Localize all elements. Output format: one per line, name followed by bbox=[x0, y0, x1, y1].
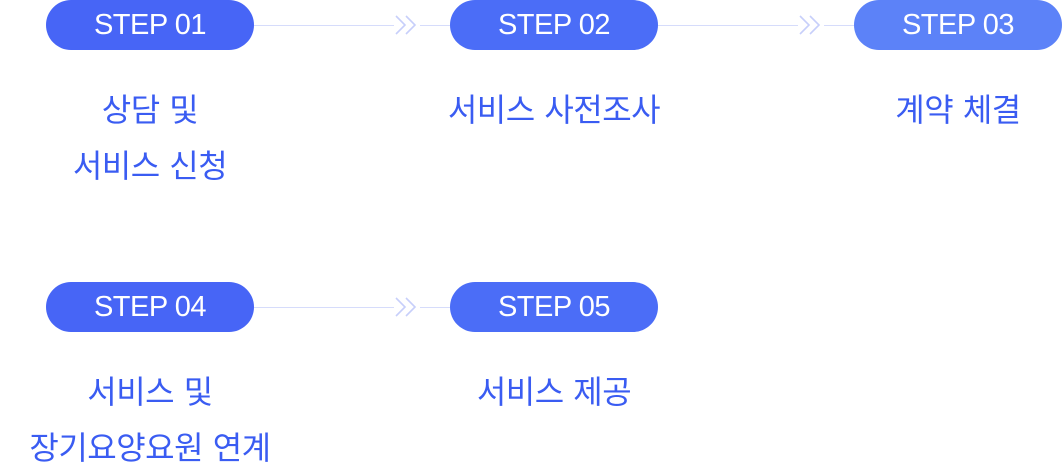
connector-line-4-5-tail bbox=[420, 307, 450, 308]
step-02-label-line1: 서비스 사전조사 bbox=[447, 91, 661, 129]
connector-line-1-2 bbox=[254, 25, 394, 26]
double-chevron-right-icon bbox=[798, 13, 830, 37]
connector-line-1-2-tail bbox=[420, 25, 450, 26]
step-01-label: 상담 및 서비스 신청 bbox=[0, 82, 330, 194]
double-chevron-right-icon bbox=[394, 13, 426, 37]
step-03-pill: STEP 03 bbox=[854, 0, 1062, 50]
connector-line-4-5 bbox=[254, 307, 394, 308]
step-05-pill: STEP 05 bbox=[450, 282, 658, 332]
step-03-label: 계약 체결 bbox=[778, 82, 1062, 138]
step-05-label-line1: 서비스 제공 bbox=[476, 373, 632, 411]
step-04-label: 서비스 및 장기요양요원 연계 bbox=[0, 364, 330, 476]
step-01-label-line2: 서비스 신청 bbox=[72, 147, 228, 185]
connector-line-2-3 bbox=[658, 25, 798, 26]
step-01-label-line1: 상담 및 bbox=[101, 91, 199, 129]
step-01-pill: STEP 01 bbox=[46, 0, 254, 50]
step-02-label: 서비스 사전조사 bbox=[374, 82, 734, 138]
double-chevron-right-icon bbox=[394, 295, 426, 319]
step-02-pill: STEP 02 bbox=[450, 0, 658, 50]
step-03-label-line1: 계약 체결 bbox=[895, 91, 1021, 129]
step-04-label-line2: 장기요양요원 연계 bbox=[29, 429, 271, 467]
step-05-label: 서비스 제공 bbox=[374, 364, 734, 420]
step-04-label-line1: 서비스 및 bbox=[87, 373, 213, 411]
connector-line-2-3-tail bbox=[824, 25, 854, 26]
step-04-pill: STEP 04 bbox=[46, 282, 254, 332]
